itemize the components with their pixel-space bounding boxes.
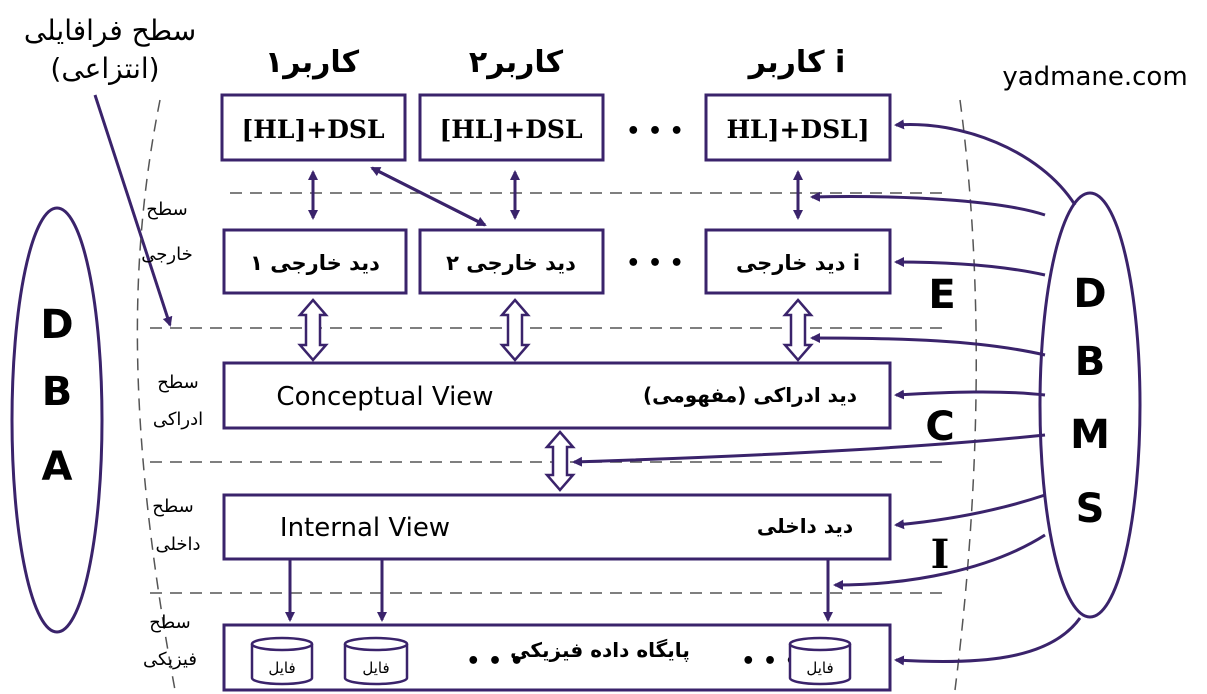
dba-letter-d: D [40,302,73,348]
dbms-to-useri-arrow [894,119,1077,206]
user-row-ellipsis: • • • [626,119,684,144]
meta-level-label: سطح فرافایلی [24,14,196,47]
user-1-program-label: [HL]+DSL [241,115,385,144]
user-2-program-box: [HL]+DSL [418,93,605,162]
file-cylinder-i: فایل [788,636,852,686]
watermark: yadmane.com [1002,62,1187,92]
user-2-program-label: [HL]+DSL [439,115,583,144]
physical-row-ellipsis: • • • [466,649,524,674]
dbms-ellipse: D B M S [1038,191,1142,619]
dba-ellipse: D B A [10,206,104,634]
dbms-to-conceptual-view-arrow [894,389,1046,400]
dbms-letter-m: M [1070,412,1110,458]
conceptual-internal-mapping-arrow [544,430,576,492]
external-view-1-label: دید خارجی ۱ [250,251,380,275]
physical-database-label: پایگاه داده فیزیکی [510,638,690,663]
file-cylinder-2-label: فایل [362,659,389,677]
external-conceptual-mapping-letter: E [928,272,955,318]
externali-conceptual-mapping-arrow [782,298,814,362]
internal-level-label: سطح [152,496,193,517]
conceptual-view-english-label: Conceptual View [276,382,493,412]
external-view-1-box: دید خارجی ۱ [222,228,408,295]
dba-letter-a: A [42,444,73,490]
external-level-label: سطح [146,199,187,220]
internal-view-persian-label: دید داخلی [757,514,853,538]
external-level-sub-label: خارجی [141,244,192,265]
conceptual-level-label: سطح [157,372,198,393]
external-row-ellipsis: • • • [626,251,684,276]
file-cylinder-1: فایل [250,636,314,686]
internal-view-box: Internal View دید داخلی [222,493,892,561]
physical-level-label: سطح [149,612,190,633]
external1-conceptual-mapping-arrow [297,298,329,362]
conceptual-view-box: Conceptual View دید ادراکی (مفهومی) [222,361,892,430]
user-1-program-box: [HL]+DSL [220,93,407,162]
external-view-i-box: دید خارجی i [704,228,892,295]
file-cylinder-2: فایل [343,636,409,686]
file-cylinder-1-label: فایل [268,659,295,677]
dbms-letter-s: S [1076,486,1105,532]
user-1-label: کاربر۱ [265,45,360,80]
dbms-to-conceptual-internal-arrow [572,433,1046,467]
left-boundary-curve [136,99,176,691]
user1-external2-cross-arrow [370,166,487,227]
file-cylinder-i-label: فایل [806,659,833,677]
user-2-label: کاربر۲ [469,45,564,80]
internal-view-english-label: Internal View [280,513,450,543]
internal-level-sub-label: داخلی [155,534,200,555]
external-view-2-label: دید خارجی ۲ [446,251,576,275]
external2-conceptual-mapping-arrow [499,298,531,362]
user-i-label: کاربر i [747,45,846,80]
dbms-to-internal-view-arrow [894,493,1046,530]
meta-level-sub-label: (انتزاعی) [50,52,159,85]
dbms-to-external-view-i-arrow [894,257,1046,277]
external-view-2-box: دید خارجی ۲ [418,228,605,295]
meta-level-pointer-arrow [93,94,173,327]
conceptual-level-sub-label: ادراکی [153,409,203,430]
user-i-program-box: HL]+DSL] [704,93,892,162]
dbms-to-external-conceptual-arrow [810,333,1046,357]
dbms-letter-d: D [1073,271,1106,317]
physical-database-box: پایگاه داده فیزیکی • • • • • • [222,623,892,692]
dbms-letter-b: B [1075,339,1106,385]
dba-letter-b: B [42,369,73,415]
dbms-to-user-external-separator-arrow [810,191,1046,217]
right-boundary-curve [954,99,977,691]
internal-physical-mapping-letter: I [931,531,950,578]
conceptual-view-persian-label: دید ادراکی (مفهومی) [643,383,857,407]
dbms-to-physical-database-arrow [894,617,1082,666]
user-i-program-label: HL]+DSL] [726,115,869,144]
dbms-to-internal-physical-arrow [833,533,1046,590]
physical-level-sub-label: فیزیکی [143,649,197,670]
external-view-i-label: دید خارجی i [736,251,860,275]
